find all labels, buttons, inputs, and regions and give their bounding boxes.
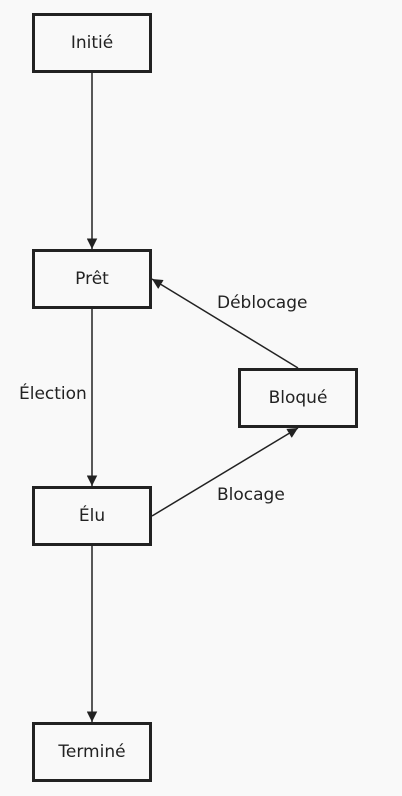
edge-label-deblocage: Déblocage — [217, 293, 308, 313]
node-pret-label: Prêt — [75, 269, 109, 289]
edge-label-election: Élection — [19, 384, 87, 404]
edge-blocage — [151, 427, 299, 517]
node-bloque-label: Bloqué — [268, 388, 328, 408]
node-elu-label: Élu — [78, 506, 106, 526]
edge-label-blocage: Blocage — [217, 485, 285, 505]
node-bloque: Bloqué — [238, 368, 358, 428]
node-termine: Terminé — [32, 722, 152, 782]
node-termine-label: Terminé — [58, 742, 126, 762]
node-initie: Initié — [32, 13, 152, 73]
edge-deblocage — [151, 278, 299, 369]
node-elu: Élu — [32, 486, 152, 546]
node-pret: Prêt — [32, 249, 152, 309]
node-initie-label: Initié — [70, 33, 114, 53]
